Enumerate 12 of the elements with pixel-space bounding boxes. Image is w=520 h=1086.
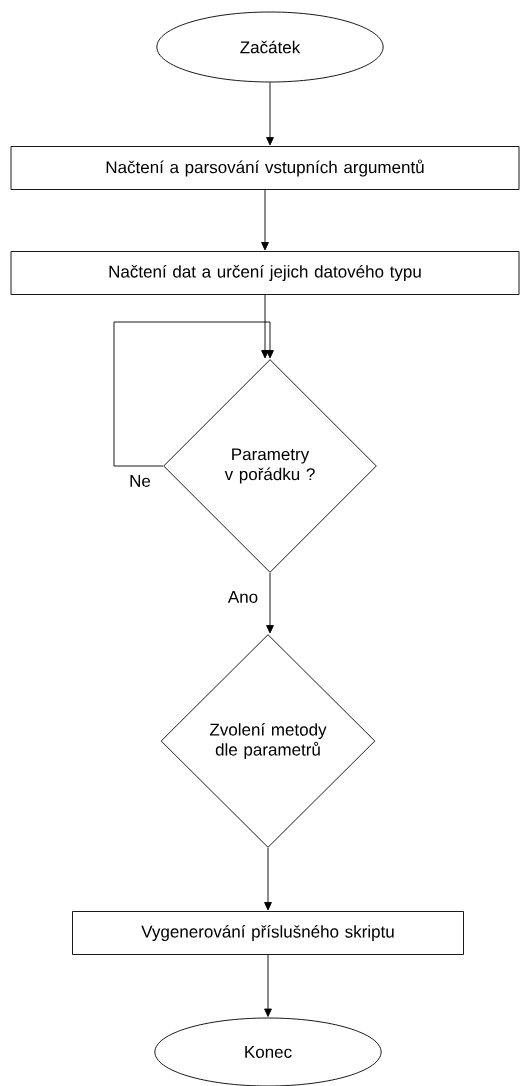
process-box: Načtení a parsování vstupních argumentů bbox=[10, 146, 520, 190]
process-box: Načtení dat a určení jejich datového typu bbox=[10, 251, 520, 295]
arrow bbox=[264, 847, 272, 911]
arrow bbox=[113, 321, 274, 467]
arrow bbox=[266, 572, 274, 634]
edge-label: Ano bbox=[226, 590, 260, 604]
arrow bbox=[261, 189, 269, 251]
arrow bbox=[266, 82, 274, 146]
arrow bbox=[261, 294, 269, 359]
process-box: Vygenerování příslušného skriptu bbox=[72, 911, 464, 955]
edge-label: Ne bbox=[128, 474, 152, 488]
arrow bbox=[264, 954, 272, 1017]
